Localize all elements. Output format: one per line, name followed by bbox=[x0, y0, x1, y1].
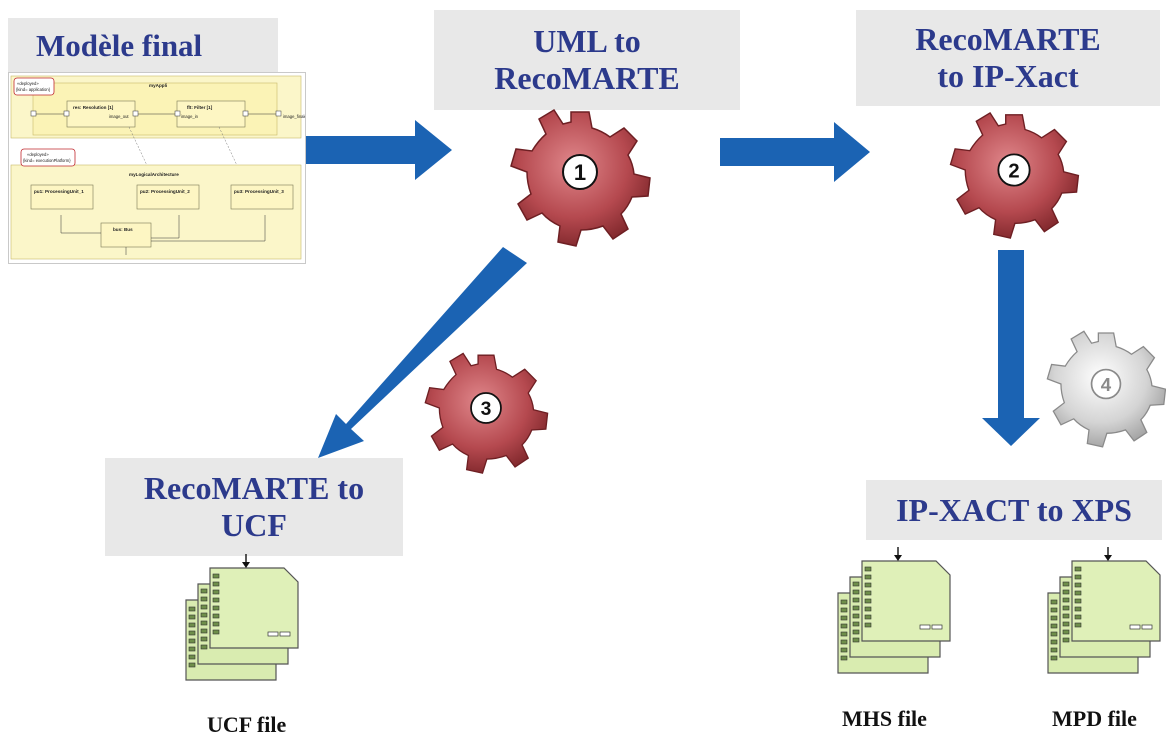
gear-4-number: 4 bbox=[1101, 374, 1112, 395]
flow-arrows bbox=[306, 120, 1040, 458]
platform-region bbox=[10, 164, 302, 260]
mpd-file-icon bbox=[1047, 546, 1161, 674]
deployed-app-stereotype: «deployed» bbox=[17, 81, 39, 86]
recomarte-to-ucf-label: RecoMARTE to UCF bbox=[105, 458, 403, 556]
arrow-model-to-uml bbox=[306, 120, 452, 180]
ucf-file-icon bbox=[185, 553, 299, 681]
model-final-text: Modèle final bbox=[36, 28, 203, 64]
deployed-platform-stereotype: «deployed» bbox=[27, 152, 49, 157]
part-filter-label: flt: Filter [1] bbox=[187, 105, 213, 110]
pu3-label: pu3: ProcessingUnit_3 bbox=[234, 189, 284, 194]
uml-to-recomarte-line2: RecoMARTE bbox=[494, 60, 680, 96]
gear-1-number: 1 bbox=[574, 160, 586, 185]
part-resolution bbox=[66, 100, 136, 128]
recomarte-to-ipxact-label: RecoMARTE to IP-Xact bbox=[856, 10, 1160, 106]
deployed-platform-note bbox=[20, 148, 76, 167]
model-final-label: Modèle final bbox=[8, 18, 278, 74]
gear-2-number: 2 bbox=[1008, 160, 1019, 182]
arrow-to-ucf bbox=[318, 247, 527, 458]
deployed-app-note bbox=[13, 77, 55, 96]
uml-to-recomarte-label: UML to RecoMARTE bbox=[434, 10, 740, 110]
gear-2-icon: 2 bbox=[949, 112, 1080, 239]
platform-name: myLogicalArchitecture bbox=[129, 172, 179, 177]
part-resolution-label: res: Resolution [1] bbox=[73, 105, 114, 110]
recomarte-to-ucf-line1: RecoMARTE to bbox=[143, 470, 365, 507]
pu1 bbox=[30, 184, 94, 210]
deployed-app-kind: {kind= application} bbox=[16, 87, 51, 92]
bus bbox=[100, 222, 152, 248]
mhs-file-icon bbox=[837, 546, 951, 674]
gear-3-icon: 3 bbox=[424, 352, 549, 474]
mpd-file-caption: MPD file bbox=[1052, 706, 1137, 731]
recomarte-to-ipxact-line2: to IP-Xact bbox=[937, 58, 1079, 94]
deployed-platform-kind: {kind= executionPlatform} bbox=[23, 158, 71, 163]
arrow-uml-to-ipxact bbox=[720, 122, 870, 182]
uml-to-recomarte-line1: UML to bbox=[533, 23, 641, 60]
pu2-label: pu2: ProcessingUnit_2 bbox=[140, 189, 190, 194]
bus-label: bus: Bus bbox=[113, 227, 133, 232]
recomarte-to-ipxact-line1: RecoMARTE bbox=[915, 21, 1101, 58]
gear-3-number: 3 bbox=[481, 398, 492, 420]
arrow-ipxact-down bbox=[982, 250, 1040, 446]
ipxact-to-xps-label: IP-XACT to XPS bbox=[866, 480, 1162, 540]
gear-4-icon: 4 bbox=[1046, 330, 1166, 448]
port-image-finale: image_finale bbox=[283, 114, 305, 119]
mhs-file-caption: MHS file bbox=[842, 706, 927, 731]
ucf-file-caption: UCF file bbox=[207, 712, 287, 737]
pu1-label: pu1: ProcessingUnit_1 bbox=[34, 189, 84, 194]
uml-model-thumbnail: .tiny { font-family:"Liberation Sans","D… bbox=[8, 72, 306, 264]
pu3 bbox=[230, 184, 294, 210]
recomarte-to-ucf-line2: UCF bbox=[221, 507, 287, 543]
pu2 bbox=[136, 184, 200, 210]
port-image-out: image_out bbox=[109, 114, 129, 119]
ipxact-to-xps-text: IP-XACT to XPS bbox=[896, 491, 1132, 528]
gear-1-icon: 1 bbox=[510, 109, 651, 247]
app-name: myAppli bbox=[149, 83, 167, 88]
port-image-in: image_in bbox=[181, 114, 199, 119]
